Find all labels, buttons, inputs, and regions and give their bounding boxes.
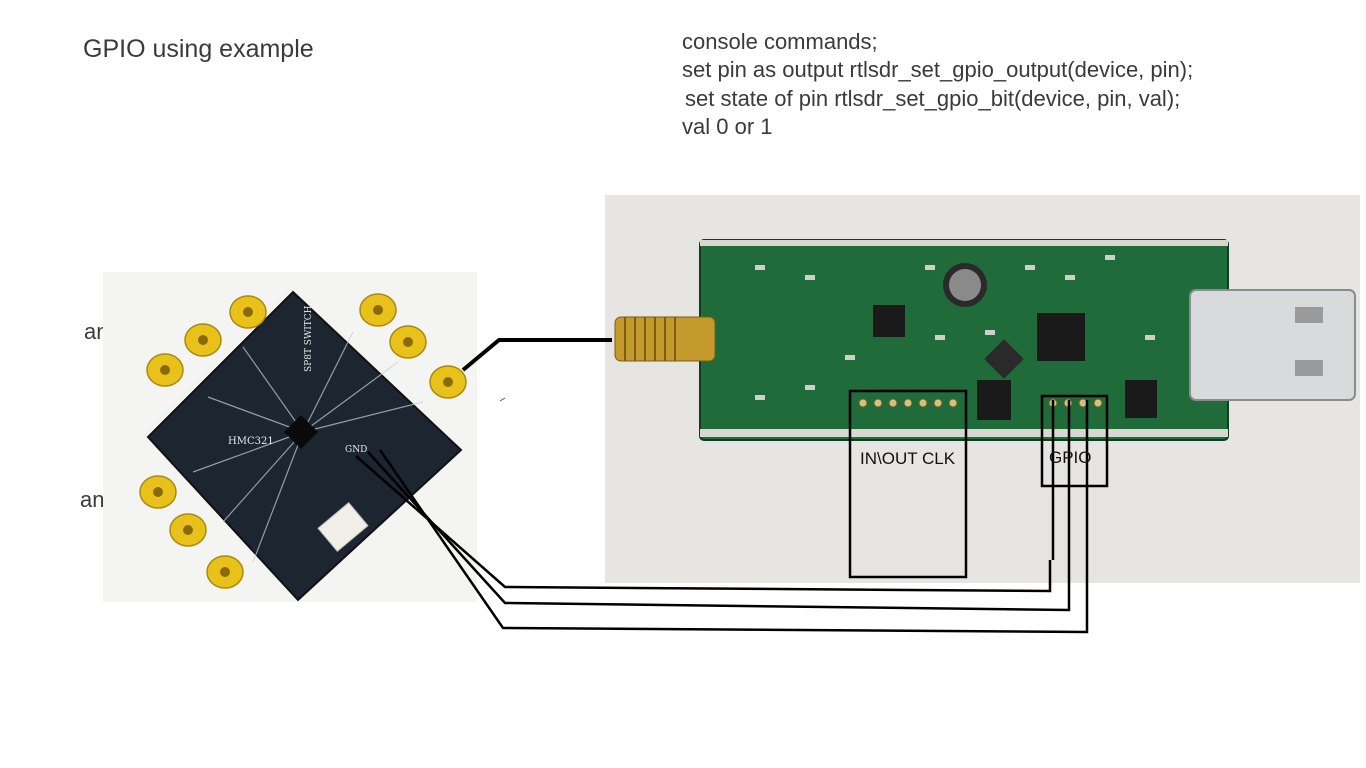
gpio-wire-1 xyxy=(355,455,1052,593)
clk-box-label: IN\OUT CLK xyxy=(860,449,956,468)
console-line-output: set pin as output rtlsdr_set_gpio_output… xyxy=(682,57,1194,82)
page-title: GPIO using example xyxy=(83,35,314,63)
console-heading: console commands; xyxy=(682,29,878,54)
chip-label: HMC321 xyxy=(228,436,274,447)
gpio-box-label: GPIO xyxy=(1049,448,1092,467)
switch-board-photo: HMC321 SP8T SWITCH GND xyxy=(103,272,477,602)
board-name-label: SP8T SWITCH xyxy=(304,305,314,372)
console-line-val: val 0 or 1 xyxy=(682,114,773,139)
gnd-label: GND xyxy=(345,445,367,455)
clk-box xyxy=(848,389,968,579)
rtlsdr-board-photo xyxy=(605,195,1360,583)
gpio-wire-2 xyxy=(367,400,1071,612)
gpio-box xyxy=(1040,394,1109,488)
gpio-wire-3 xyxy=(378,400,1089,634)
rf-coax-wire xyxy=(461,338,612,372)
stray-mark xyxy=(499,397,506,402)
console-line-bit: set state of pin rtlsdr_set_gpio_bit(dev… xyxy=(685,86,1181,111)
